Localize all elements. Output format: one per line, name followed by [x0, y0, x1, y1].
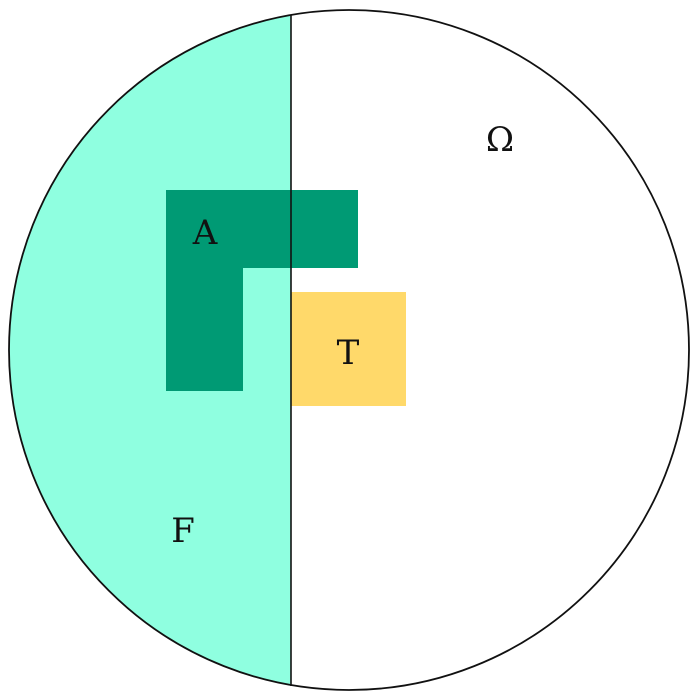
- f-region: [9, 10, 291, 690]
- omega-label: Ω: [486, 120, 514, 160]
- a-label: A: [192, 213, 218, 253]
- t-region: [291, 292, 406, 406]
- t-label: T: [337, 333, 360, 373]
- omega-circle-outline: [8, 9, 690, 691]
- a-region: [166, 190, 358, 391]
- f-label: F: [171, 511, 195, 551]
